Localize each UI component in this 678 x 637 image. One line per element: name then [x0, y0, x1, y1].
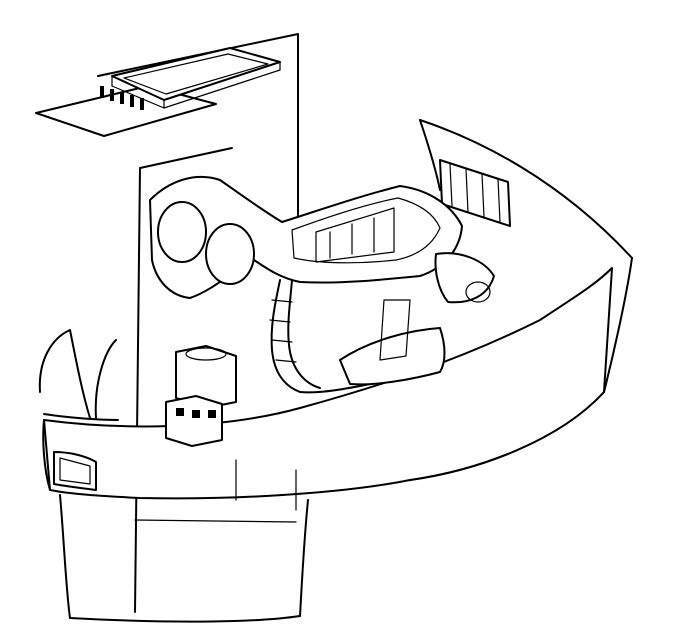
floor-console-assembly [42, 267, 613, 623]
console-switch-module [165, 345, 237, 447]
connector-pins [100, 86, 144, 110]
seat-side-bolster [38, 329, 119, 421]
vent-grille [439, 159, 511, 227]
rear-reflector [53, 451, 97, 491]
left-gauge-pod [157, 201, 255, 285]
console-storage-tray [339, 252, 495, 386]
shift-lever-boot-opening [315, 207, 395, 263]
detached-panel-module [35, 47, 281, 137]
instrument-panel-lower-trim [149, 175, 463, 299]
wiring-harness [269, 279, 371, 394]
backdrop-panel [97, 33, 299, 613]
